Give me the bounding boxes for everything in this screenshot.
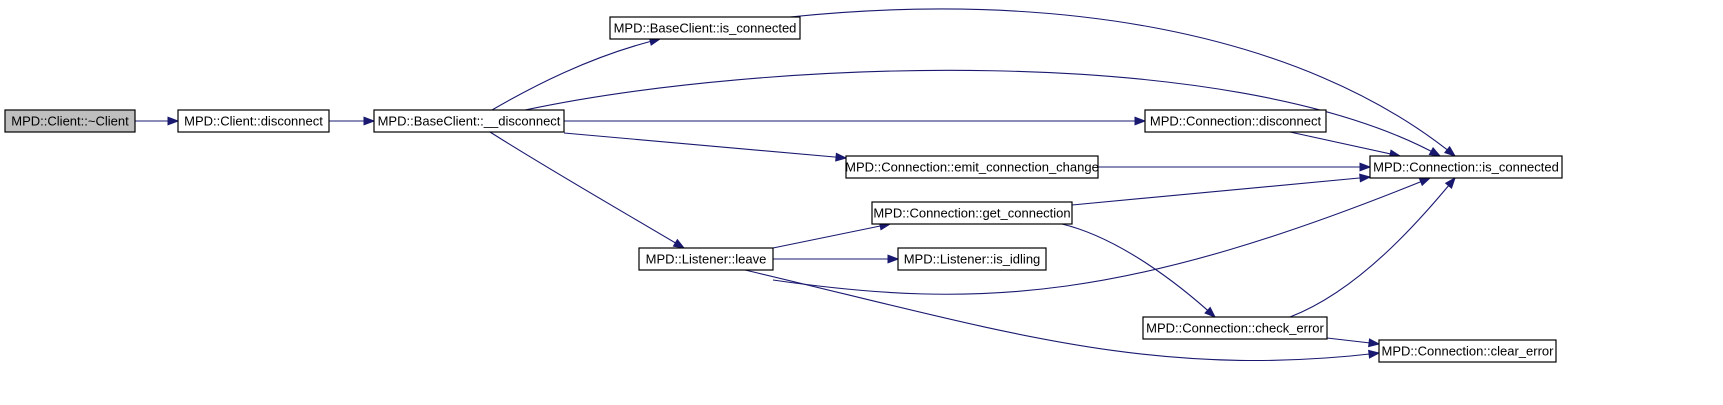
- node-label: MPD::Connection::get_connection: [873, 206, 1070, 221]
- node-box: [897, 247, 1047, 271]
- arrow-head-icon: [363, 116, 376, 126]
- edge-listener_leave-to-connection_clear_error: [744, 269, 1381, 362]
- edge-line: [563, 132, 847, 159]
- edge-connection_get-to-connection_is_connected: [1071, 173, 1372, 206]
- node-label: MPD::Connection::clear_error: [1382, 344, 1555, 359]
- edge-client_disconnect-to-baseclient_disconnect: [329, 116, 376, 126]
- node-box: [845, 155, 1099, 179]
- edge-baseclient_disconnect-to-connection_is_connected: [524, 69, 1442, 157]
- edge-listener_leave-to-listener_is_idling: [773, 254, 900, 264]
- node-connection_is_connected[interactable]: MPD::Connection::is_connected: [1369, 155, 1563, 179]
- edge-connection_check_error-to-connection_clear_error: [1326, 337, 1381, 348]
- arrow-head-icon: [1359, 162, 1372, 172]
- edge-client_dtor-to-client_disconnect: [135, 116, 180, 126]
- node-label: MPD::Client::disconnect: [184, 114, 323, 129]
- edge-line: [1071, 176, 1371, 206]
- edge-connection_disconnect-to-connection_is_connected: [1289, 131, 1402, 159]
- nodes-layer: MPD::Client::~Client MPD::Client::disconn…: [4, 16, 1563, 363]
- node-box: [1378, 339, 1557, 363]
- node-label: MPD::BaseClient::__disconnect: [378, 114, 561, 129]
- node-label: MPD::BaseClient::is_connected: [614, 21, 797, 36]
- node-box: [609, 16, 801, 40]
- arrow-head-icon: [167, 116, 180, 126]
- node-connection_get[interactable]: MPD::Connection::get_connection: [871, 201, 1073, 225]
- edge-connection_check_error-to-connection_is_connected: [1289, 176, 1456, 318]
- edge-connection_emit-to-connection_is_connected: [1098, 162, 1372, 172]
- edge-line: [524, 69, 1441, 157]
- edge-line: [1289, 177, 1456, 318]
- node-label: MPD::Listener::leave: [646, 252, 767, 267]
- node-connection_check_error[interactable]: MPD::Connection::check_error: [1142, 316, 1328, 340]
- node-box: [871, 201, 1073, 225]
- arrow-head-icon: [1418, 177, 1432, 187]
- edges-layer: [135, 8, 1457, 362]
- edge-line: [1061, 223, 1216, 318]
- edge-line: [789, 8, 1456, 157]
- edge-line: [1289, 131, 1401, 157]
- edge-baseclient_disconnect-to-connection_disconnect: [564, 116, 1147, 126]
- arrow-head-icon: [1368, 338, 1381, 348]
- edge-connection_get-to-connection_check_error: [1061, 223, 1217, 318]
- node-baseclient_is_connected[interactable]: MPD::BaseClient::is_connected: [609, 16, 801, 40]
- node-baseclient_disconnect[interactable]: MPD::BaseClient::__disconnect: [373, 109, 565, 133]
- node-label: MPD::Listener::is_idling: [904, 252, 1041, 267]
- node-box: [373, 109, 565, 133]
- node-connection_emit[interactable]: MPD::Connection::emit_connection_change: [845, 155, 1099, 179]
- edge-listener_leave-to-connection_is_connected: [772, 177, 1432, 295]
- node-label: MPD::Client::~Client: [11, 114, 129, 129]
- node-client_dtor[interactable]: MPD::Client::~Client: [4, 109, 136, 133]
- edge-line: [489, 131, 685, 249]
- edge-baseclient_is_connected-to-connection_is_connected: [789, 8, 1457, 157]
- node-box: [177, 109, 330, 133]
- node-box: [4, 109, 136, 133]
- arrow-head-icon: [1368, 349, 1381, 359]
- node-label: MPD::Connection::disconnect: [1150, 114, 1322, 129]
- node-box: [1369, 155, 1563, 179]
- node-box: [1142, 316, 1328, 340]
- node-box: [1144, 109, 1327, 133]
- arrow-head-icon: [1204, 306, 1217, 318]
- arrow-head-icon: [1443, 145, 1457, 157]
- edge-line: [772, 223, 891, 249]
- node-label: MPD::Connection::is_connected: [1373, 160, 1559, 175]
- arrow-head-icon: [672, 238, 686, 249]
- arrow-head-icon: [1134, 116, 1147, 126]
- node-label: MPD::Connection::check_error: [1146, 321, 1324, 336]
- edge-line: [772, 177, 1431, 295]
- edge-baseclient_disconnect-to-baseclient_is_connected: [491, 37, 662, 111]
- arrow-head-icon: [835, 152, 848, 162]
- node-listener_leave[interactable]: MPD::Listener::leave: [638, 247, 774, 271]
- edge-baseclient_disconnect-to-connection_emit: [563, 132, 848, 162]
- arrow-head-icon: [1428, 146, 1442, 157]
- edge-baseclient_disconnect-to-listener_leave: [489, 131, 686, 249]
- edge-line: [744, 269, 1380, 362]
- node-connection_clear_error[interactable]: MPD::Connection::clear_error: [1378, 339, 1557, 363]
- arrow-head-icon: [887, 254, 900, 264]
- node-label: MPD::Connection::emit_connection_change: [845, 160, 1099, 175]
- node-listener_is_idling[interactable]: MPD::Listener::is_idling: [897, 247, 1047, 271]
- node-client_disconnect[interactable]: MPD::Client::disconnect: [177, 109, 330, 133]
- node-connection_disconnect[interactable]: MPD::Connection::disconnect: [1144, 109, 1327, 133]
- edge-line: [491, 38, 661, 111]
- arrow-head-icon: [1359, 173, 1372, 183]
- node-box: [638, 247, 774, 271]
- edge-listener_leave-to-connection_get: [772, 221, 892, 249]
- arrow-head-icon: [1444, 176, 1456, 189]
